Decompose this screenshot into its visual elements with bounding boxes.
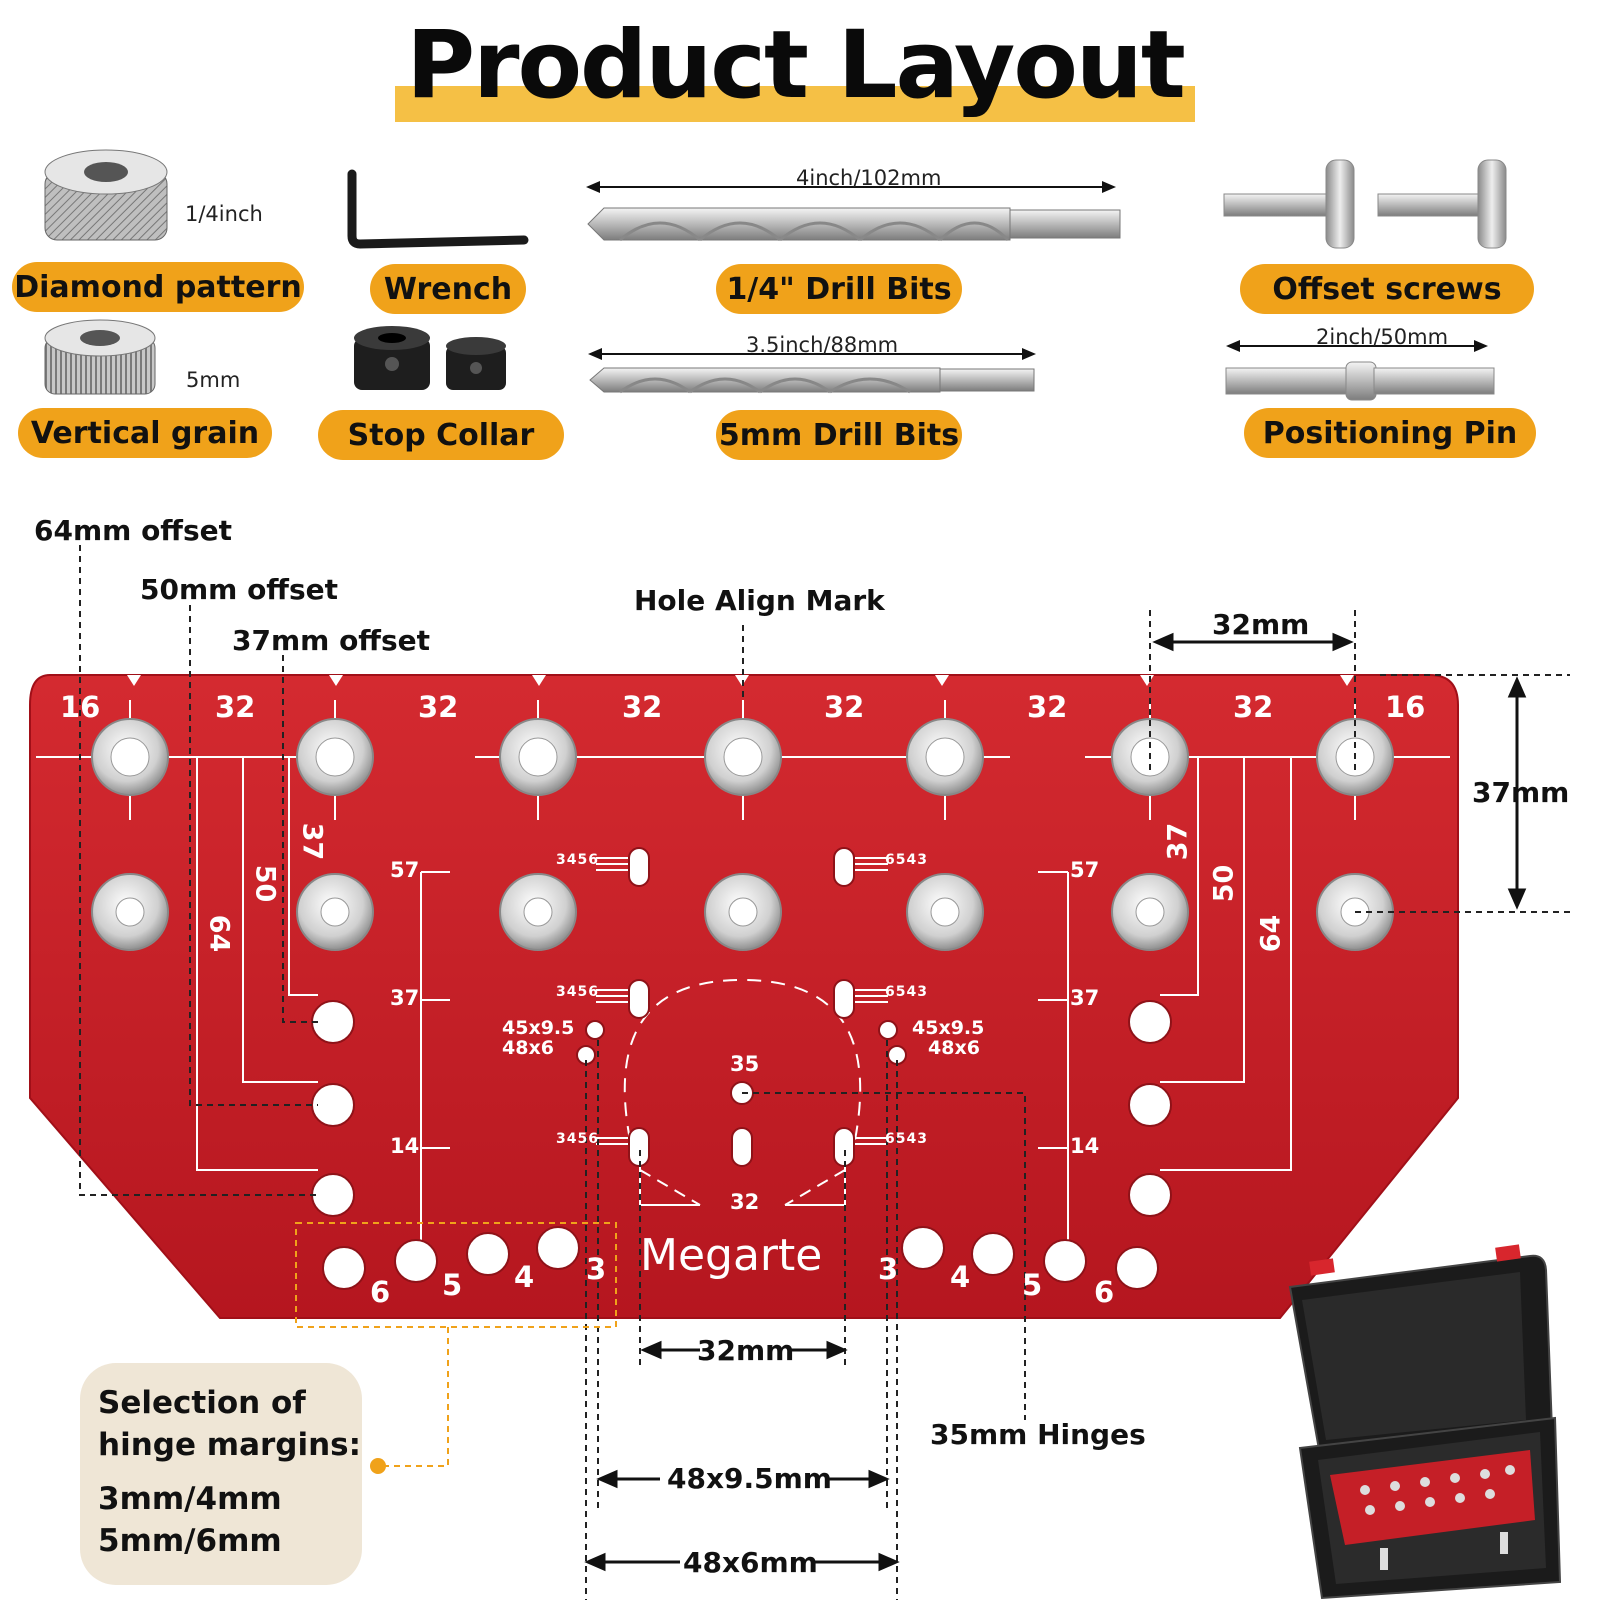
drill-5mm-length: 3.5inch/88mm [746, 333, 899, 357]
callout-dot [370, 1458, 386, 1474]
diamond-size-label: 1/4inch [185, 202, 263, 226]
drill-bit-5mm-icon [588, 348, 1036, 394]
hinges-35-label: 35mm Hinges [930, 1418, 1146, 1451]
height-37-label: 37mm [1472, 776, 1570, 809]
diamond-bushing-icon [44, 149, 168, 241]
annotation-dashed-lines [79, 545, 1570, 1600]
offset-37-label: 37mm offset [232, 624, 431, 657]
middle-bushings [91, 873, 1394, 951]
jig-plate [29, 674, 1459, 1319]
accessories-illustration [44, 149, 1507, 401]
callout-line: 3mm/4mm [98, 1481, 282, 1517]
vertical-size-label: 5mm [186, 368, 241, 392]
title-block: Product Layout [395, 6, 1195, 126]
drill-quarter-length: 4inch/102mm [796, 166, 942, 190]
wrench-pill: Wrench [370, 264, 526, 314]
offset-50-label: 50mm offset [140, 573, 339, 606]
page-title: Product Layout [406, 11, 1186, 120]
vertical-grain-pill: Vertical grain [18, 408, 272, 458]
drill-bit-quarter-icon [586, 181, 1121, 242]
vertical-grain-bushing-icon [44, 319, 156, 395]
white-holes [311, 847, 1172, 1290]
diamond-pattern-pill: Diamond pattern [12, 262, 304, 312]
dim-32-label: 32mm [697, 1334, 795, 1367]
positioning-pin-icon [1225, 340, 1495, 401]
mini-scale-lines [596, 857, 888, 1145]
callout-line: hinge margins: [98, 1427, 362, 1463]
spacing-32-label: 32mm [1212, 608, 1310, 641]
margin-selection-box [295, 1222, 617, 1467]
drill-quarter-pill: 1/4" Drill Bits [716, 264, 962, 314]
positioning-pin-pill: Positioning Pin [1244, 408, 1536, 458]
offset-screw-icon [1223, 159, 1507, 249]
dimension-arrows [584, 632, 1527, 1572]
pin-length: 2inch/50mm [1316, 325, 1449, 349]
hinge-margin-callout: Selection of hinge margins: 3mm/4mm 5mm/… [80, 1363, 362, 1585]
stop-collar-icon [354, 326, 506, 390]
carry-case-illustration [1288, 1244, 1562, 1600]
stop-collar-pill: Stop Collar [318, 410, 564, 460]
top-bushings [91, 718, 1394, 796]
callout-line: 5mm/6mm [98, 1523, 282, 1559]
hex-wrench-icon [347, 169, 529, 249]
offset-screws-pill: Offset screws [1240, 264, 1534, 314]
hole-align-mark-label: Hole Align Mark [634, 584, 885, 617]
dim-48x6-label: 48x6mm [683, 1546, 818, 1579]
guide-lines [36, 700, 1450, 1240]
offset-64-label: 64mm offset [34, 514, 233, 547]
drill-5mm-pill: 5mm Drill Bits [716, 410, 962, 460]
callout-line: Selection of [98, 1385, 306, 1421]
title-highlight [395, 86, 1195, 122]
dim-48x95-label: 48x9.5mm [667, 1462, 832, 1495]
